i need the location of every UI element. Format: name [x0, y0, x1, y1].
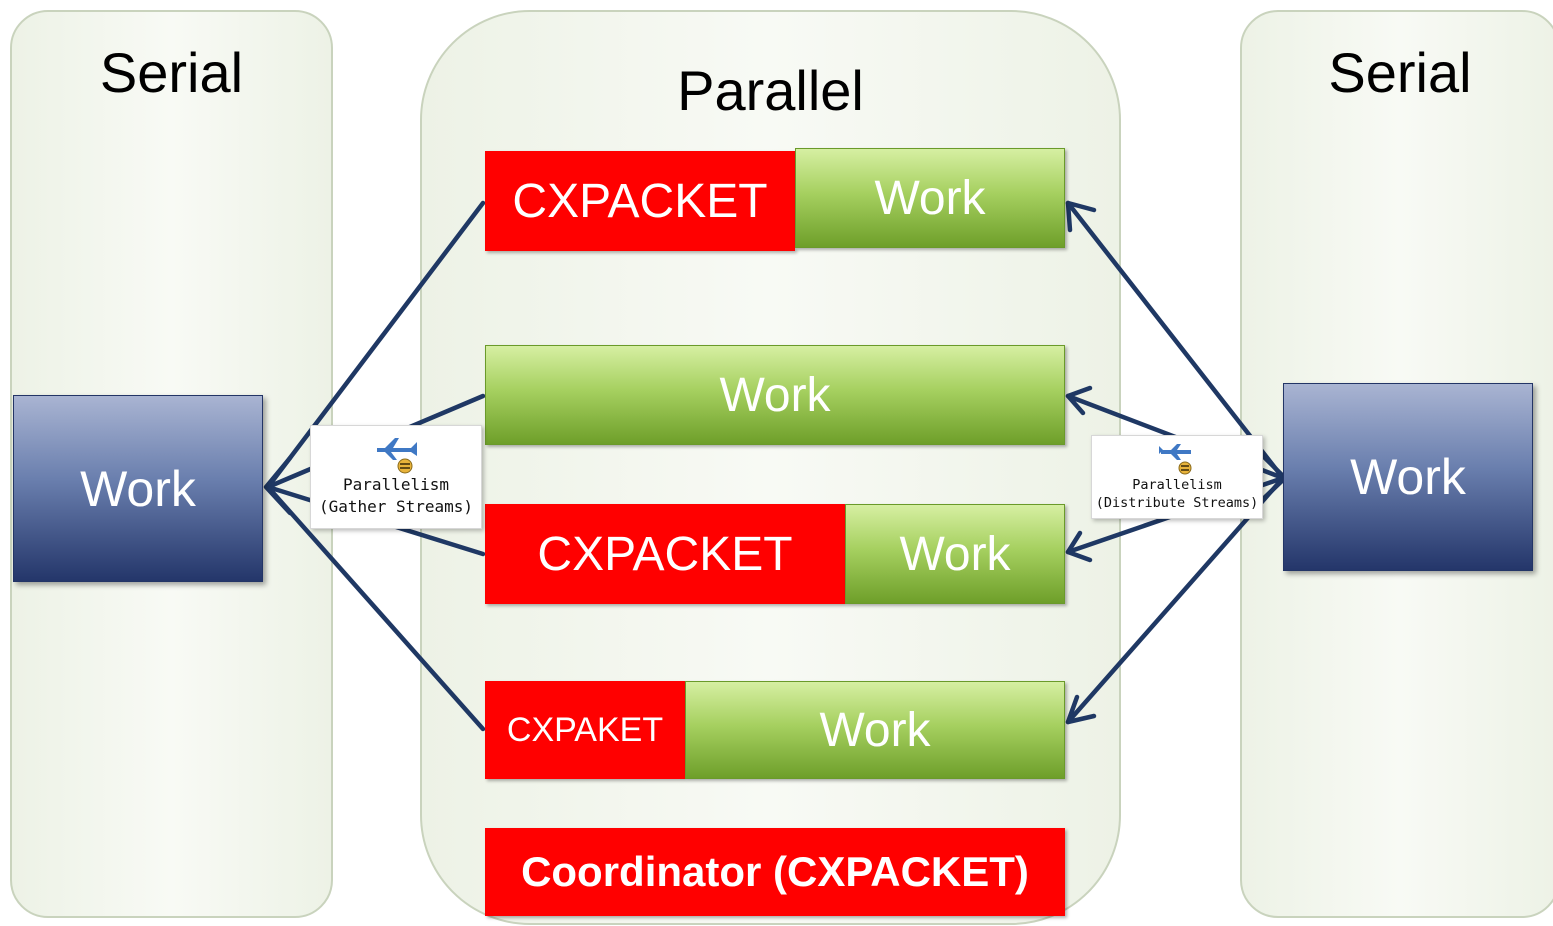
parallel-row-4: CXPAKET Work — [485, 681, 1065, 779]
cxpacket-wait-segment: CXPACKET — [485, 504, 845, 604]
gather-operator-name: Parallelism — [343, 475, 449, 494]
gather-arrow-row1 — [265, 200, 486, 490]
work-segment: Work — [845, 504, 1065, 604]
distribute-arrow-row1 — [1065, 200, 1286, 481]
parallelism-gather-icon — [377, 438, 417, 474]
parallel-title: Parallel — [677, 59, 864, 122]
distribute-operator-name: Parallelism — [1132, 477, 1222, 493]
distribute-origin-arrowhead — [1259, 452, 1288, 503]
gather-arrowhead — [263, 455, 293, 516]
left-serial-work-box: Work — [13, 395, 263, 582]
distribute-operator-detail: (Distribute Streams) — [1095, 495, 1259, 512]
parallelism-distribute-icon — [1159, 444, 1192, 475]
right-serial-title: Serial — [1328, 41, 1472, 104]
distribute-streams-operator: Parallelism (Distribute Streams) — [1091, 435, 1263, 519]
gather-operator-detail: (Gather Streams) — [318, 496, 474, 516]
arrowhead-row3 — [1065, 530, 1093, 563]
arrowhead-row1 — [1065, 200, 1097, 233]
work-segment: Work — [485, 345, 1065, 445]
arrowhead-row2 — [1065, 385, 1093, 416]
parallel-row-2: Work — [485, 345, 1065, 445]
arrowhead-row4 — [1065, 694, 1097, 725]
cxpacket-wait-segment: CXPAKET — [485, 681, 685, 779]
left-serial-title: Serial — [99, 41, 244, 104]
gather-streams-operator: Parallelism (Gather Streams) — [310, 425, 482, 529]
gather-arrow-row4 — [265, 484, 486, 732]
work-segment: Work — [685, 681, 1065, 779]
cxpacket-wait-segment: CXPACKET — [485, 151, 795, 251]
work-segment: Work — [795, 148, 1065, 248]
coordinator-box: Coordinator (CXPACKET) — [485, 828, 1065, 916]
parallel-row-1: CXPACKET Work — [485, 148, 1065, 251]
parallel-row-3: CXPACKET Work — [485, 504, 1065, 604]
right-serial-work-box: Work — [1283, 383, 1533, 571]
